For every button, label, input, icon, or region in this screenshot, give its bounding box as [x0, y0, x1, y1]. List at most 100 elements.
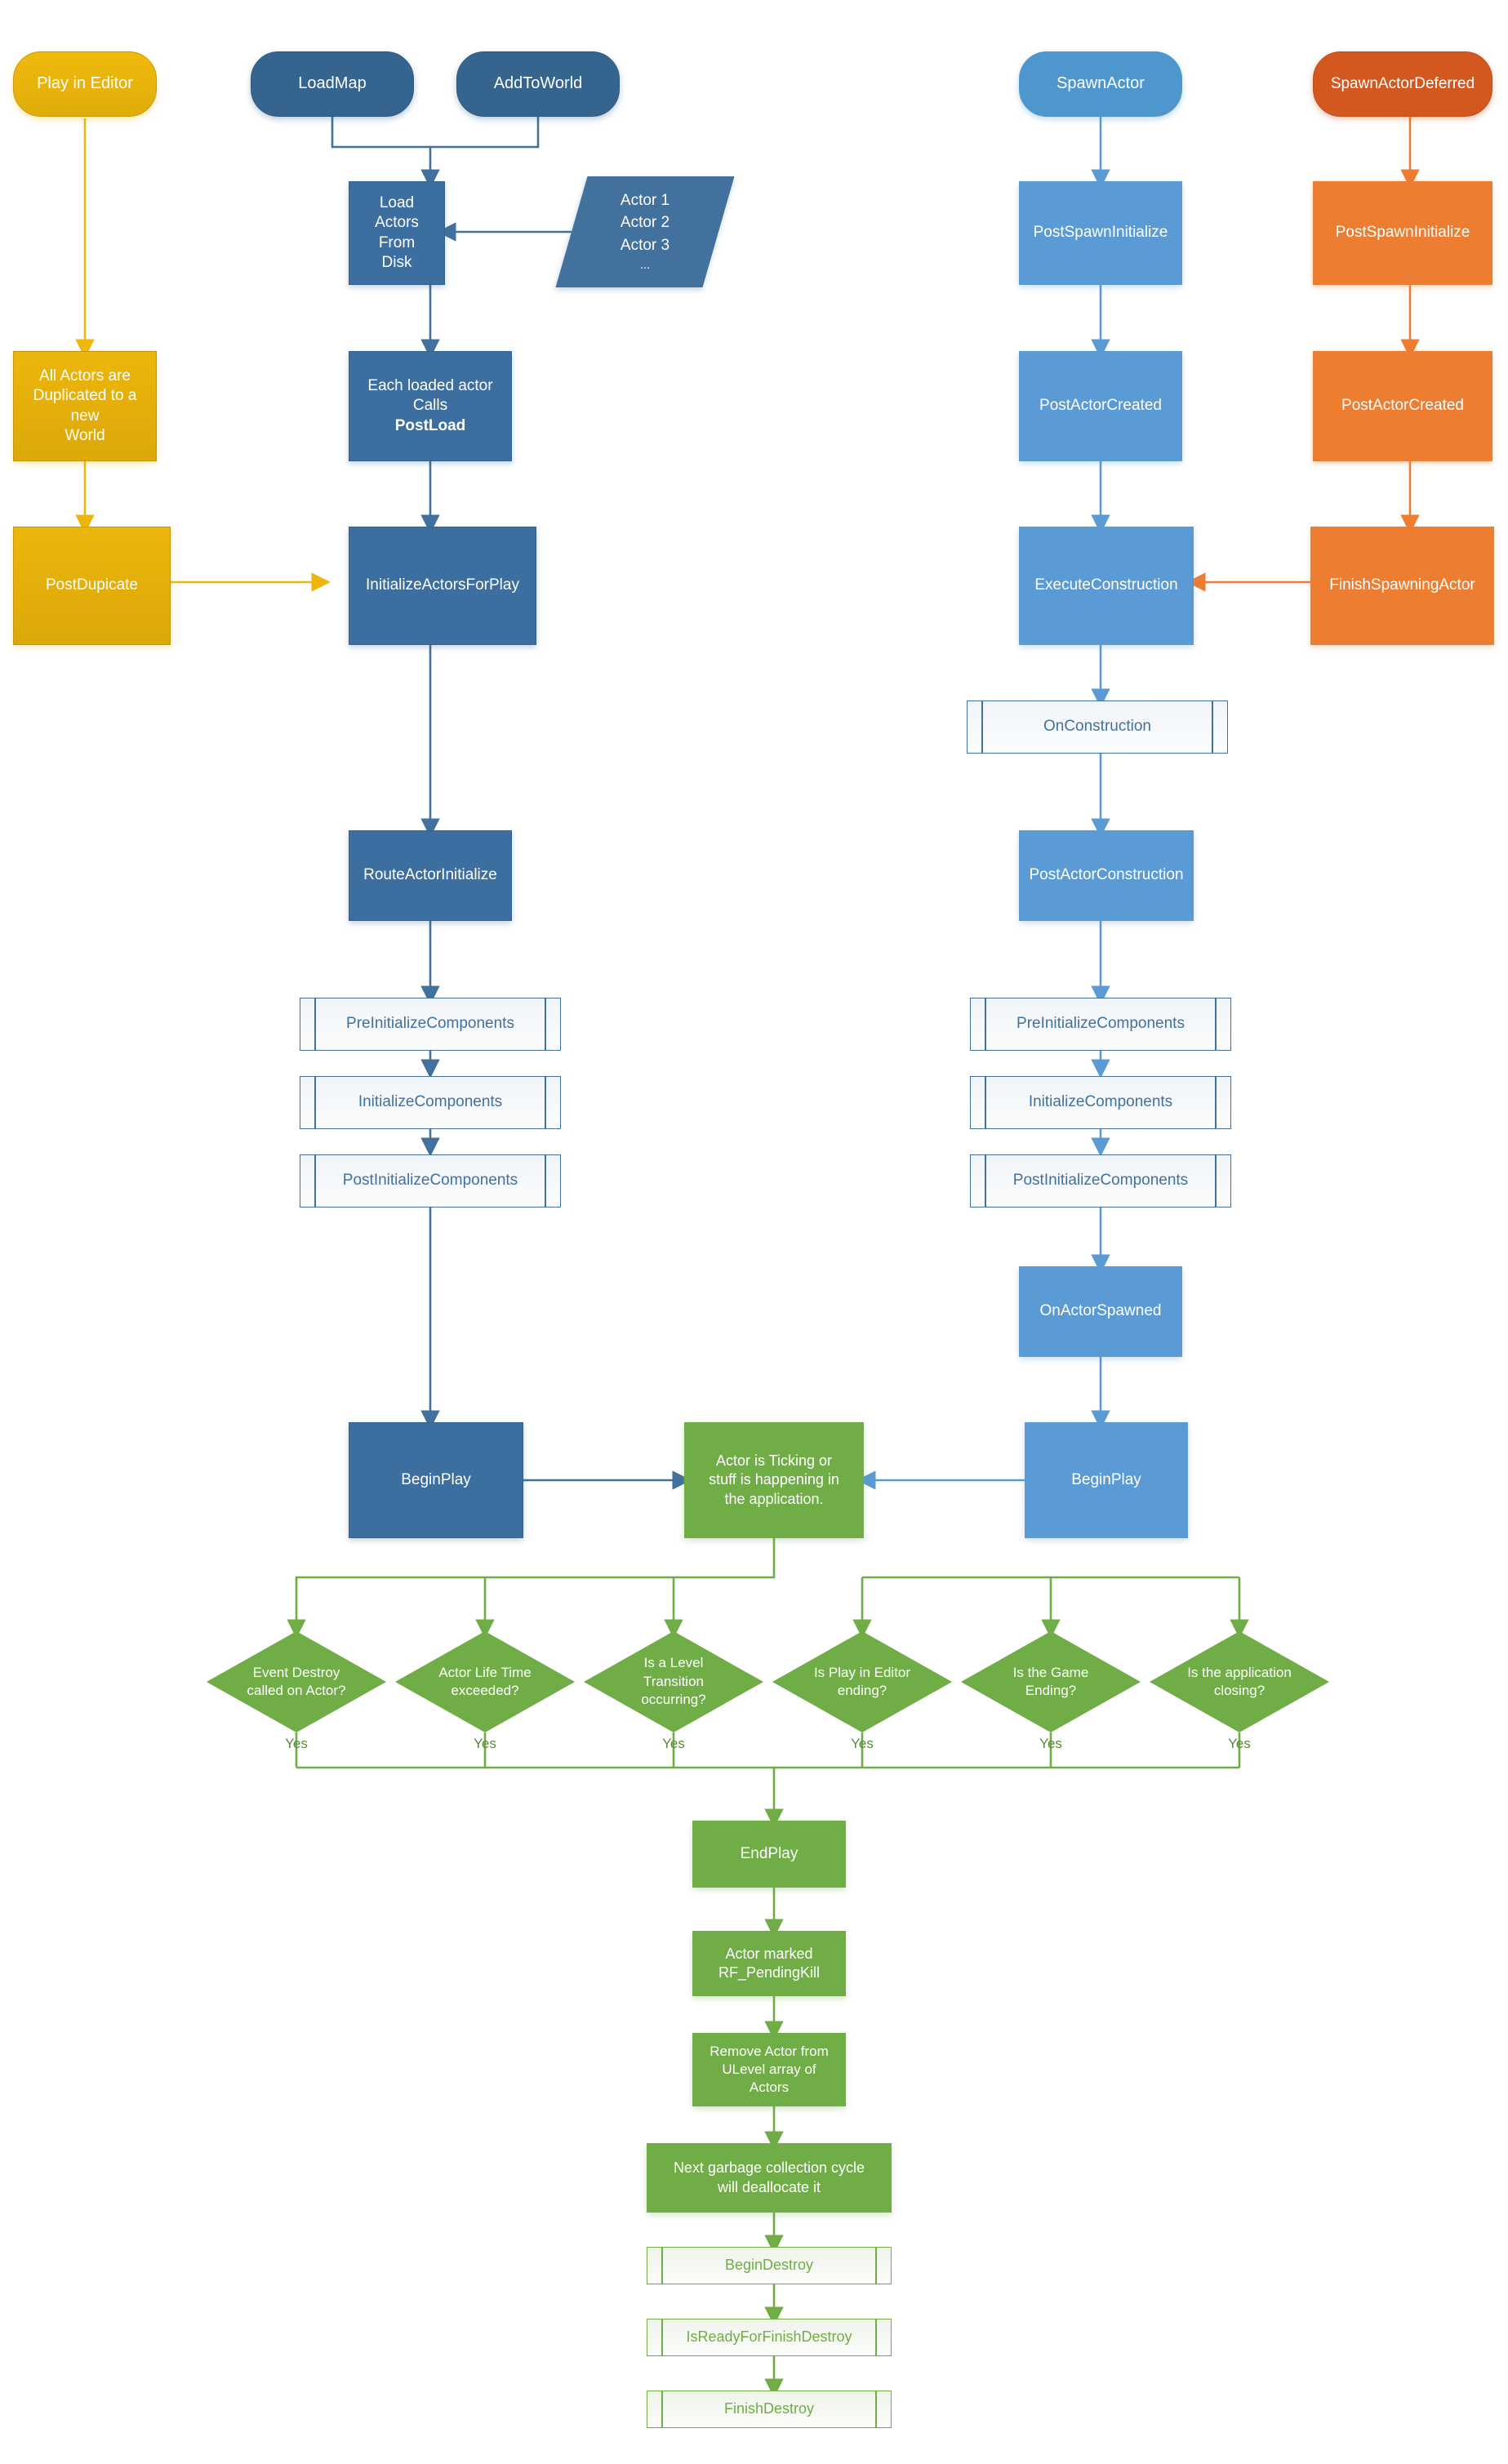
subprocess-right-bar: [545, 1077, 546, 1128]
decision-2-line3: occurring?: [641, 1692, 706, 1708]
subprocess-left-bar: [985, 1155, 986, 1207]
node-on-construction[interactable]: OnConstruction: [967, 701, 1228, 754]
subprocess-right-bar: [545, 1155, 546, 1207]
node-execute-construction-label: ExecuteConstruction: [1034, 576, 1178, 594]
decision-event-destroy[interactable]: Event Destroy called on Actor?: [207, 1631, 386, 1732]
remove-actor-line1: Remove Actor from: [710, 2044, 829, 2060]
node-begin-play-left[interactable]: BeginPlay: [349, 1422, 523, 1538]
node-load-actors-from-disk[interactable]: Load Actors From Disk: [349, 181, 445, 285]
subprocess-right-bar: [1215, 998, 1217, 1050]
node-postactorcreated-orange[interactable]: PostActorCreated: [1313, 351, 1492, 461]
node-is-ready-for-finish-destroy-label: IsReadyForFinishDestroy: [686, 2328, 852, 2346]
remove-actor-line2: ULevel array of: [722, 2061, 816, 2078]
node-pre-initialize-components-right-label: PreInitializeComponents: [1016, 1015, 1185, 1033]
node-load-actors-line2: Disk: [381, 253, 412, 271]
node-postspawninitialize-orange-label: PostSpawnInitialize: [1335, 224, 1470, 242]
node-route-actor-initialize[interactable]: RouteActorInitialize: [349, 830, 512, 921]
decision-application-closing-text: Is the application closing?: [1150, 1631, 1329, 1732]
decision-play-in-editor-ending[interactable]: Is Play in Editor ending?: [772, 1631, 952, 1732]
decision-1-line2: exceeded?: [451, 1683, 519, 1698]
node-loadmap-label: LoadMap: [298, 74, 367, 93]
node-end-play[interactable]: EndPlay: [692, 1821, 846, 1888]
node-postspawninitialize-blue[interactable]: PostSpawnInitialize: [1019, 181, 1182, 285]
node-postspawninitialize-blue-label: PostSpawnInitialize: [1033, 224, 1168, 242]
node-post-initialize-components-left[interactable]: PostInitializeComponents: [300, 1154, 561, 1208]
node-finish-spawning-actor[interactable]: FinishSpawningActor: [1310, 527, 1494, 645]
decision-2-line2: Transition: [643, 1673, 704, 1689]
decision-actor-life-time[interactable]: Actor Life Time exceeded?: [395, 1631, 575, 1732]
node-on-actor-spawned[interactable]: OnActorSpawned: [1019, 1266, 1182, 1357]
node-is-ready-for-finish-destroy[interactable]: IsReadyForFinishDestroy: [647, 2319, 892, 2356]
node-post-duplicate-label: PostDupicate: [45, 576, 138, 594]
node-all-actors-duplicated[interactable]: All Actors are Duplicated to a new World: [13, 351, 157, 461]
node-pre-initialize-components-left-label: PreInitializeComponents: [346, 1015, 514, 1033]
node-initialize-components-left[interactable]: InitializeComponents: [300, 1076, 561, 1129]
node-next-garbage-collection[interactable]: Next garbage collection cycle will deall…: [647, 2143, 892, 2213]
node-post-duplicate[interactable]: PostDupicate: [13, 527, 171, 645]
decision-4-line2: Ending?: [1025, 1683, 1077, 1698]
decision-5-line2: closing?: [1213, 1683, 1266, 1698]
remove-actor-line3: Actors: [749, 2079, 790, 2095]
next-gc-line2: will deallocate it: [717, 2178, 821, 2195]
subprocess-right-bar: [1212, 701, 1213, 753]
node-actor-list-data[interactable]: Actor 1 Actor 2 Actor 3 ...: [555, 176, 735, 287]
node-post-initialize-components-right[interactable]: PostInitializeComponents: [970, 1154, 1231, 1208]
node-spawnactordeferred-label: SpawnActorDeferred: [1330, 74, 1475, 92]
decision-actor-life-time-text: Actor Life Time exceeded?: [395, 1631, 575, 1732]
decision-level-transition-text: Is a Level Transition occurring?: [584, 1631, 763, 1732]
decision-level-transition[interactable]: Is a Level Transition occurring?: [584, 1631, 763, 1732]
actor-list-item-1: Actor 1: [620, 191, 670, 209]
node-actor-is-ticking[interactable]: Actor is Ticking or stuff is happening i…: [684, 1422, 864, 1538]
node-execute-construction[interactable]: ExecuteConstruction: [1019, 527, 1194, 645]
node-initialize-components-right[interactable]: InitializeComponents: [970, 1076, 1231, 1129]
node-play-in-editor[interactable]: Play in Editor: [13, 51, 157, 117]
each-loaded-actor-postload: PostLoad: [394, 416, 466, 434]
next-gc-line1: Next garbage collection cycle: [673, 2159, 865, 2177]
node-pre-initialize-components-left[interactable]: PreInitializeComponents: [300, 998, 561, 1051]
node-initialize-actors-for-play-label: InitializeActorsForPlay: [366, 576, 519, 594]
node-on-actor-spawned-label: OnActorSpawned: [1039, 1302, 1162, 1320]
node-each-loaded-actor-postload[interactable]: Each loaded actor Calls PostLoad: [349, 351, 512, 461]
decision-actor-life-time-yes: Yes: [474, 1736, 496, 1751]
node-post-actor-construction[interactable]: PostActorConstruction: [1019, 830, 1194, 921]
subprocess-left-bar: [985, 1077, 986, 1128]
node-begin-play-right[interactable]: BeginPlay: [1025, 1422, 1188, 1538]
node-load-actors-line1: Load Actors From: [375, 193, 419, 251]
actor-ticking-line2: stuff is happening in: [709, 1471, 839, 1488]
subprocess-right-bar: [1215, 1077, 1217, 1128]
node-addtoworld[interactable]: AddToWorld: [456, 51, 620, 117]
decision-3-line2: ending?: [837, 1683, 887, 1698]
node-initialize-actors-for-play[interactable]: InitializeActorsForPlay: [349, 527, 536, 645]
actor-list-item-2: Actor 2: [620, 214, 670, 232]
node-finish-spawning-actor-label: FinishSpawningActor: [1329, 576, 1475, 594]
node-remove-actor-from-ulevel[interactable]: Remove Actor from ULevel array of Actors: [692, 2033, 846, 2106]
node-postspawninitialize-orange[interactable]: PostSpawnInitialize: [1313, 181, 1492, 285]
node-begin-destroy[interactable]: BeginDestroy: [647, 2247, 892, 2284]
node-postactorcreated-blue[interactable]: PostActorCreated: [1019, 351, 1182, 461]
decision-application-closing[interactable]: Is the application closing?: [1150, 1631, 1329, 1732]
decision-application-closing-yes: Yes: [1228, 1736, 1251, 1751]
node-finish-destroy[interactable]: FinishDestroy: [647, 2391, 892, 2428]
node-spawnactordeferred[interactable]: SpawnActorDeferred: [1313, 51, 1492, 117]
each-loaded-actor-calls: Calls: [412, 397, 448, 415]
actor-marked-line1: Actor marked: [725, 1945, 813, 1962]
actor-list-item-3: Actor 3: [620, 236, 670, 254]
node-begin-destroy-label: BeginDestroy: [724, 2257, 814, 2274]
node-pre-initialize-components-right[interactable]: PreInitializeComponents: [970, 998, 1231, 1051]
node-actor-marked-pendingkill[interactable]: Actor marked RF_PendingKill: [692, 1931, 846, 1996]
node-postactorcreated-orange-label: PostActorCreated: [1341, 397, 1464, 415]
decision-level-transition-yes: Yes: [662, 1736, 685, 1751]
node-post-actor-construction-label: PostActorConstruction: [1029, 866, 1184, 884]
decision-4-line1: Is the Game: [1012, 1664, 1089, 1680]
decision-1-line1: Actor Life Time: [438, 1664, 532, 1680]
subprocess-right-bar: [875, 2391, 877, 2427]
each-loaded-actor-line2: Calls PostLoad: [356, 396, 505, 436]
node-spawnactor[interactable]: SpawnActor: [1019, 51, 1182, 117]
subprocess-left-bar: [314, 998, 316, 1050]
subprocess-left-bar: [314, 1077, 316, 1128]
node-post-initialize-components-right-label: PostInitializeComponents: [1012, 1172, 1189, 1190]
decision-game-ending[interactable]: Is the Game Ending?: [961, 1631, 1141, 1732]
subprocess-left-bar: [661, 2319, 663, 2355]
node-loadmap[interactable]: LoadMap: [251, 51, 414, 117]
